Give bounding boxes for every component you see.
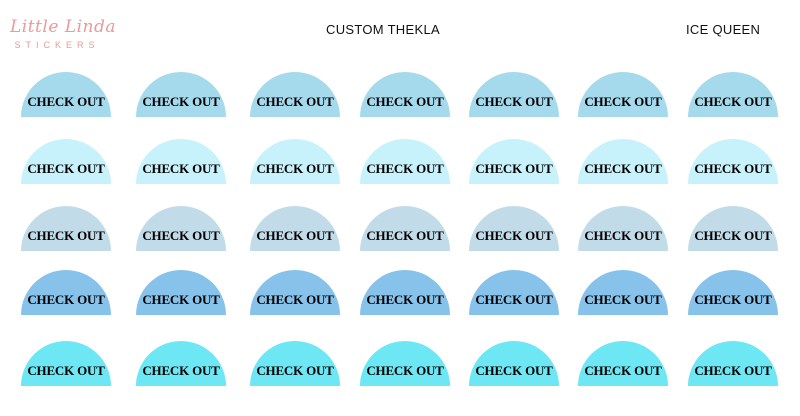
check-out-sticker: CHECK OUT [250,72,340,117]
sheet-theme: ICE QUEEN [686,22,761,37]
sticker-label: CHECK OUT [142,292,220,307]
sticker-label: CHECK OUT [27,94,105,109]
check-out-sticker: CHECK OUT [250,206,340,251]
sticker-label: CHECK OUT [256,292,334,307]
check-out-sticker: CHECK OUT [578,139,668,184]
check-out-sticker: CHECK OUT [578,341,668,386]
sticker-label: CHECK OUT [366,161,444,176]
logo-subtitle: STICKERS [14,40,100,50]
sticker-label: CHECK OUT [584,292,662,307]
sticker-label: CHECK OUT [27,292,105,307]
check-out-sticker: CHECK OUT [136,341,226,386]
sticker-label: CHECK OUT [694,228,772,243]
check-out-sticker: CHECK OUT [469,270,559,315]
check-out-sticker: CHECK OUT [360,341,450,386]
check-out-sticker: CHECK OUT [688,139,778,184]
sticker-label: CHECK OUT [475,161,553,176]
check-out-sticker: CHECK OUT [578,72,668,117]
sticker-label: CHECK OUT [256,161,334,176]
sticker-label: CHECK OUT [475,292,553,307]
sticker-label: CHECK OUT [694,161,772,176]
check-out-sticker: CHECK OUT [578,270,668,315]
sticker-label: CHECK OUT [475,363,553,378]
check-out-sticker: CHECK OUT [250,270,340,315]
sheet-title: CUSTOM THEKLA [326,22,440,37]
sticker-label: CHECK OUT [694,363,772,378]
check-out-sticker: CHECK OUT [469,72,559,117]
check-out-sticker: CHECK OUT [21,270,111,315]
check-out-sticker: CHECK OUT [136,206,226,251]
check-out-sticker: CHECK OUT [360,206,450,251]
sticker-label: CHECK OUT [366,363,444,378]
check-out-sticker: CHECK OUT [21,139,111,184]
sticker-label: CHECK OUT [584,228,662,243]
check-out-sticker: CHECK OUT [21,206,111,251]
sticker-label: CHECK OUT [142,94,220,109]
sticker-label: CHECK OUT [256,94,334,109]
check-out-sticker: CHECK OUT [688,270,778,315]
sticker-label: CHECK OUT [475,228,553,243]
check-out-sticker: CHECK OUT [469,206,559,251]
logo-script-text: Little Linda [10,17,116,37]
check-out-sticker: CHECK OUT [688,72,778,117]
check-out-sticker: CHECK OUT [136,139,226,184]
check-out-sticker: CHECK OUT [360,139,450,184]
check-out-sticker: CHECK OUT [21,341,111,386]
sticker-label: CHECK OUT [142,228,220,243]
sticker-label: CHECK OUT [27,363,105,378]
sticker-label: CHECK OUT [27,161,105,176]
sticker-label: CHECK OUT [27,228,105,243]
check-out-sticker: CHECK OUT [250,139,340,184]
check-out-sticker: CHECK OUT [360,72,450,117]
check-out-sticker: CHECK OUT [136,72,226,117]
sticker-label: CHECK OUT [142,363,220,378]
check-out-sticker: CHECK OUT [360,270,450,315]
check-out-sticker: CHECK OUT [469,341,559,386]
brand-logo: Little Linda STICKERS [10,17,116,50]
sticker-label: CHECK OUT [366,292,444,307]
check-out-sticker: CHECK OUT [21,72,111,117]
sticker-label: CHECK OUT [366,228,444,243]
sticker-label: CHECK OUT [256,363,334,378]
sticker-label: CHECK OUT [694,94,772,109]
sticker-label: CHECK OUT [584,94,662,109]
check-out-sticker: CHECK OUT [688,341,778,386]
check-out-sticker: CHECK OUT [578,206,668,251]
check-out-sticker: CHECK OUT [250,341,340,386]
sticker-label: CHECK OUT [694,292,772,307]
sticker-label: CHECK OUT [475,94,553,109]
sticker-label: CHECK OUT [142,161,220,176]
sticker-label: CHECK OUT [584,363,662,378]
sticker-label: CHECK OUT [366,94,444,109]
sticker-label: CHECK OUT [256,228,334,243]
sticker-label: CHECK OUT [584,161,662,176]
check-out-sticker: CHECK OUT [136,270,226,315]
check-out-sticker: CHECK OUT [688,206,778,251]
check-out-sticker: CHECK OUT [469,139,559,184]
